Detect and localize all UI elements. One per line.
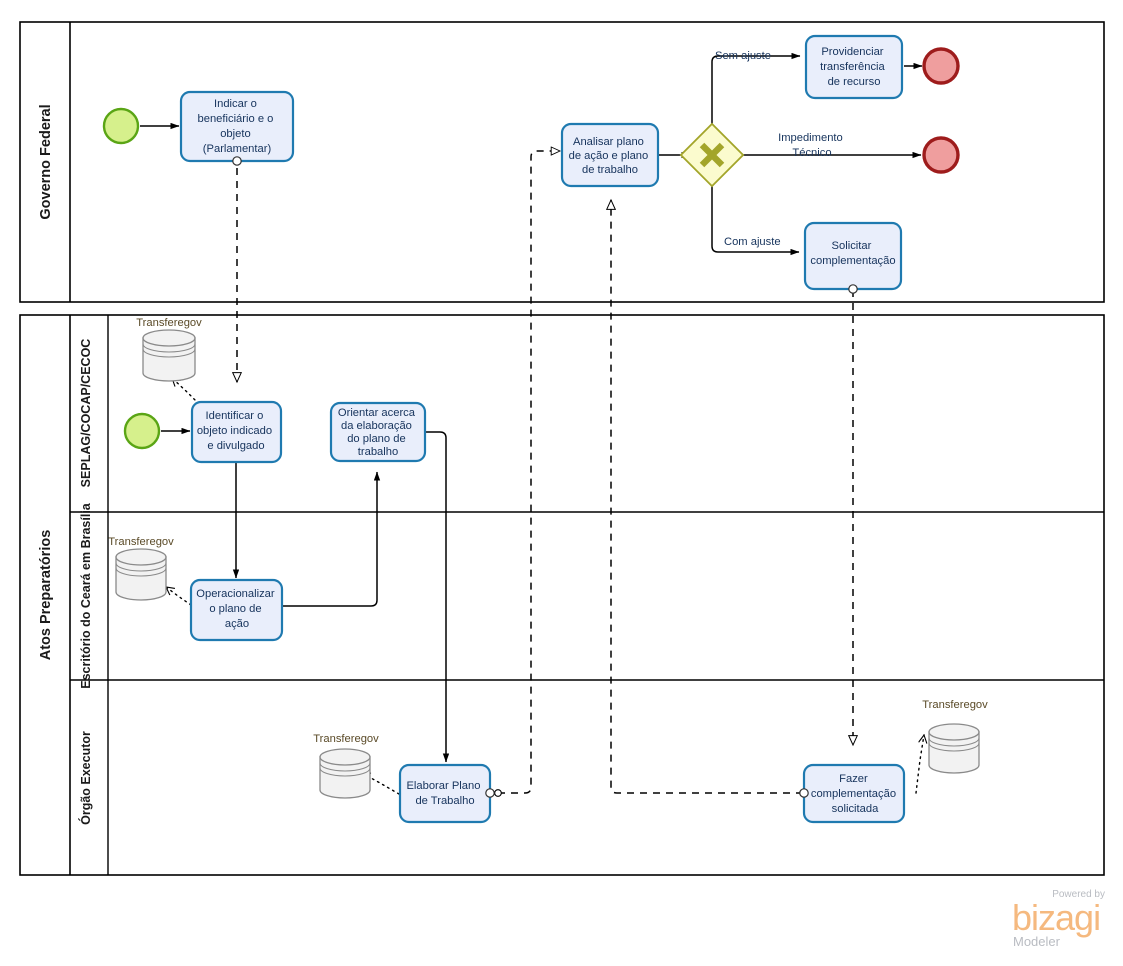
task-providenciar[interactable]: Providenciar transferência de recurso [804, 34, 904, 100]
message-flow-elaborar-to-analisar [498, 151, 560, 793]
task-operacionalizar[interactable]: Operacionalizar o plano de ação [189, 578, 284, 642]
flow-label-impedimento: Impedimento Técnico [778, 132, 846, 159]
datastore-orgao-fazer-label: Transferegov [922, 699, 988, 711]
gateway-exclusivo[interactable] [679, 122, 745, 188]
task-analisar-label: Analisar plano de ação e plano de trabal… [569, 136, 652, 176]
association-datastore-escritorio [166, 587, 192, 606]
task-solicitar[interactable]: Solicitar complementação [803, 221, 903, 294]
datastore-seplag[interactable]: Transferegov [136, 317, 202, 382]
association-datastore-seplag [172, 378, 200, 405]
branding-powered-by: Powered by [1052, 889, 1105, 900]
task-fazer[interactable]: Fazer complementação solicitada [799, 763, 906, 824]
pool-atos-preparatorios-label: Atos Preparatórios [38, 530, 54, 661]
branding-name: bizagi [1012, 897, 1100, 938]
flow-gateway-to-providenciar [711, 52, 801, 134]
message-port-fazer [799, 788, 809, 798]
task-fazer-label: Fazer complementação solicitada [811, 773, 899, 815]
branding-product: Modeler [1013, 934, 1061, 949]
datastore-orgao-elaborar[interactable]: Transferegov [313, 733, 379, 799]
flow-operacionalizar-to-orientar [282, 471, 381, 607]
flow-label-com-ajuste: Com ajuste [724, 236, 781, 248]
datastore-orgao-fazer[interactable]: Transferegov [922, 699, 988, 774]
message-port-indicar [232, 156, 242, 166]
association-datastore-orgao-fazer [915, 735, 924, 794]
event-end-transferencia[interactable] [922, 47, 960, 85]
event-end-impedimento[interactable] [922, 136, 960, 174]
lane-escritorio-label: Escritório do Ceará em Brasília [79, 502, 93, 689]
message-port-solicitar [848, 284, 858, 294]
message-port-elaborar [485, 788, 495, 798]
task-orientar[interactable]: Orientar acerca da elaboração do plano d… [329, 401, 427, 463]
lane-orgao-label: Órgão Executor [78, 731, 93, 825]
task-identificar-label: Identificar o objeto indicado e divulgad… [197, 410, 275, 452]
connectors-layer [140, 52, 924, 794]
task-operacionalizar-label: Operacionalizar o plano de ação [196, 588, 277, 630]
pool-governo-federal-label: Governo Federal [38, 104, 54, 219]
datastore-escritorio-label: Transferegov [108, 536, 174, 548]
flow-label-sem-ajuste: Sem ajuste [715, 50, 771, 62]
flow-orientar-to-elaborar [425, 431, 450, 763]
task-identificar[interactable]: Identificar o objeto indicado e divulgad… [190, 400, 283, 464]
datastore-seplag-label: Transferegov [136, 317, 202, 329]
datastore-escritorio[interactable]: Transferegov [108, 536, 174, 601]
pool-atos-preparatorios: Atos Preparatórios SEPLAG/COCAP/CECOC Es… [19, 314, 1105, 876]
task-indicar-label: Indicar o beneficiário e o objeto (Parla… [198, 98, 277, 155]
event-start-governo-federal[interactable] [102, 107, 140, 145]
task-solicitar-label: Solicitar complementação [810, 240, 895, 267]
task-orientar-label: Orientar acerca da elaboração do plano d… [338, 407, 418, 458]
task-elaborar-label: Elaborar Plano de Trabalho [406, 780, 483, 807]
task-providenciar-label: Providenciar transferência de recurso [820, 46, 888, 88]
task-analisar[interactable]: Analisar plano de ação e plano de trabal… [560, 122, 660, 188]
message-flow-fazer-to-analisar [611, 200, 803, 793]
datastore-orgao-elaborar-label: Transferegov [313, 733, 379, 745]
lane-seplag-label: SEPLAG/COCAP/CECOC [79, 339, 93, 488]
bizagi-branding: Powered by bizagi Modeler [1012, 889, 1105, 949]
task-elaborar[interactable]: Elaborar Plano de Trabalho [398, 763, 495, 824]
task-indicar[interactable]: Indicar o beneficiário e o objeto (Parla… [179, 90, 295, 166]
event-start-seplag[interactable] [123, 412, 161, 450]
